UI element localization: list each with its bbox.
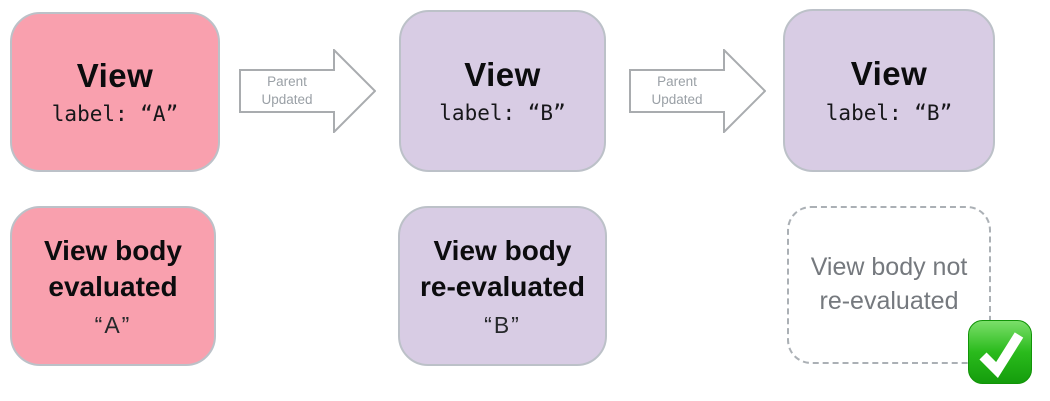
right-block-arrow-icon	[239, 49, 376, 133]
view-box-state-b-unchanged: View label: “B”	[783, 9, 995, 172]
view-box-title: View	[850, 55, 928, 93]
right-block-arrow-icon	[629, 49, 766, 133]
result-box-evaluated: View body evaluated “A”	[10, 206, 216, 366]
result-box-value: “B”	[484, 312, 521, 339]
view-box-code-label: label: “A”	[51, 102, 179, 127]
view-box-title: View	[76, 56, 154, 94]
result-box-title: View body evaluated	[44, 234, 182, 302]
view-box-title: View	[464, 55, 541, 93]
arrow-label: Parent Updated	[651, 74, 703, 107]
view-box-state-a: View label: “A”	[10, 12, 220, 172]
result-box-not-re-evaluated: View body not re-evaluated	[787, 206, 991, 364]
result-box-re-evaluated: View body re-evaluated “B”	[398, 206, 607, 366]
parent-updated-arrow-2: Parent Updated	[629, 49, 766, 133]
result-box-value: “A”	[94, 312, 132, 339]
view-box-code-label: label: “B”	[825, 100, 953, 125]
view-box-state-b: View label: “B”	[399, 10, 606, 172]
parent-updated-arrow-1: Parent Updated	[239, 49, 376, 133]
green-checkmark-icon	[967, 319, 1033, 385]
result-box-title: View body re-evaluated	[420, 234, 585, 302]
view-box-code-label: label: “B”	[439, 101, 566, 126]
result-box-title: View body not re-evaluated	[810, 253, 968, 315]
arrow-label: Parent Updated	[261, 74, 313, 107]
